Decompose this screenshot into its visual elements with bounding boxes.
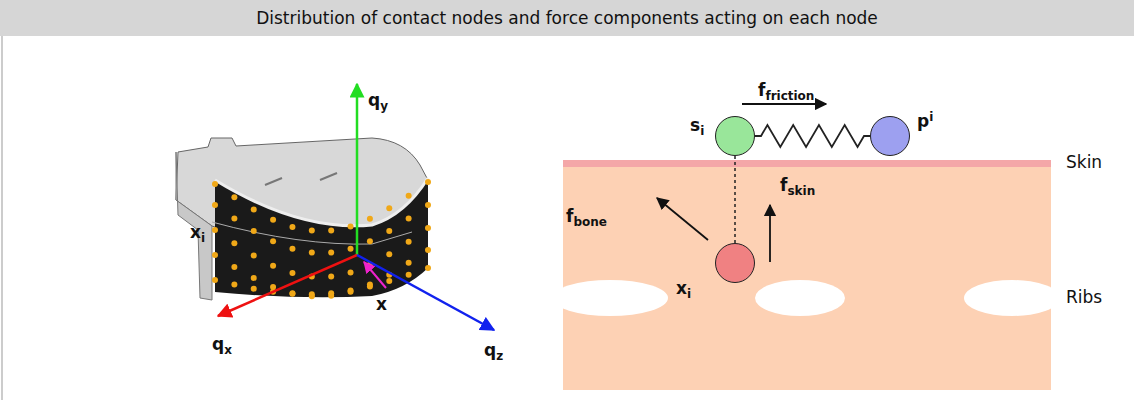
spring-connector xyxy=(755,125,870,147)
axis-label: qy xyxy=(368,90,388,110)
axis-label: qx xyxy=(212,334,232,354)
node-label: pi xyxy=(917,111,933,131)
node-label: xi xyxy=(190,222,205,242)
title: Distribution of contact nodes and force … xyxy=(256,8,878,28)
force-label: ffriction xyxy=(758,80,814,100)
node-label: si xyxy=(690,115,704,135)
region-label: Skin xyxy=(1066,152,1102,172)
node-label: xi xyxy=(676,278,691,298)
vector-label: x xyxy=(376,294,387,314)
skin-node: si xyxy=(715,116,755,156)
force-label: fbone xyxy=(566,206,607,226)
contact-node: xi xyxy=(715,243,755,283)
proxy-node: pi xyxy=(870,116,910,156)
force-label: fskin xyxy=(780,175,815,195)
region-label: Ribs xyxy=(1066,287,1102,307)
axis-label: qz xyxy=(484,340,503,360)
dotted-connector xyxy=(734,156,736,243)
